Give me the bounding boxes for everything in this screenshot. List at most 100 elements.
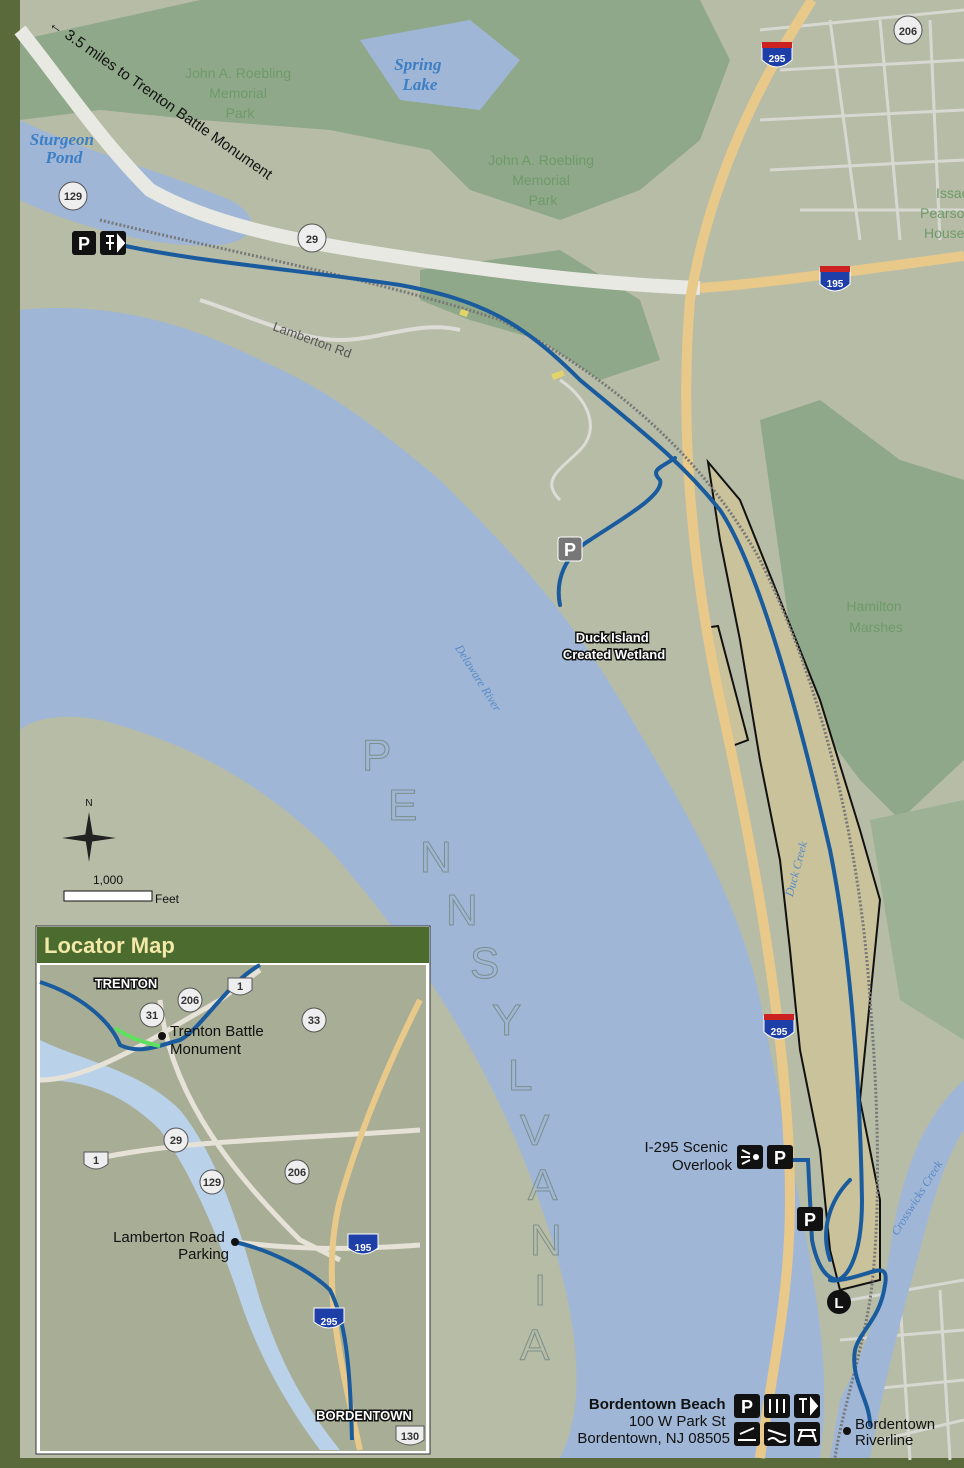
locator-map: Locator Map TRENTON BORDENTOWN Trenton B…: [35, 925, 431, 1455]
bridge-marker: [551, 370, 565, 380]
beach-parking-icon: P: [734, 1394, 760, 1418]
svg-text:31: 31: [146, 1010, 158, 1022]
svg-text:P: P: [78, 234, 90, 254]
pennsylvania-label: P E N N S Y L V A N I A: [362, 731, 563, 1371]
svg-text:S: S: [470, 939, 499, 988]
locator-river: [40, 1040, 340, 1450]
svg-text:P: P: [804, 1210, 816, 1230]
hamilton-marshes-label: Hamilton Marshes: [846, 598, 905, 635]
trailhead-icon: [794, 1394, 820, 1418]
sturgeon-pond-label: Sturgeon Pond: [30, 130, 99, 167]
street-grid: [759, 8, 964, 1461]
route-29: [14, 25, 701, 295]
svg-text:1: 1: [237, 981, 243, 993]
issac-pearson-label: Issac Pearso House: [920, 185, 964, 241]
svg-text:A: A: [520, 1321, 550, 1370]
i-195: [699, 251, 964, 293]
locator-roads: [39, 968, 421, 1263]
svg-text:L: L: [508, 1051, 532, 1100]
restroom-icon: [764, 1394, 790, 1418]
locator-highway: [328, 998, 423, 1451]
swimming-icon: [764, 1422, 790, 1446]
bridge-marker: [459, 308, 469, 318]
monument-label: Trenton Battle Monument: [170, 1023, 268, 1058]
roebling-park-area: [20, 0, 730, 220]
svg-text:129: 129: [64, 191, 82, 203]
svg-text:Y: Y: [492, 996, 521, 1045]
route-shield-129: 129: [58, 181, 88, 211]
lamberton-dot: [231, 1238, 239, 1246]
svg-text:P: P: [362, 731, 391, 780]
svg-text:1: 1: [93, 1155, 99, 1167]
svg-text:29: 29: [306, 234, 318, 246]
roebling-park-label-west: John A. Roebling Memorial Park: [185, 65, 295, 121]
svg-text:N: N: [446, 886, 478, 935]
svg-text:206: 206: [899, 26, 917, 38]
river-backwater: [20, 428, 277, 662]
svg-text:I: I: [534, 1266, 546, 1315]
route-shield-206: 206: [893, 15, 923, 45]
svg-text:N: N: [85, 798, 92, 809]
scale-label: 1,000: [93, 873, 123, 887]
scale-bar: [63, 890, 153, 902]
trail-route: [106, 240, 888, 1427]
riverline-station-dot: [843, 1427, 851, 1435]
picnic-icon: [794, 1422, 820, 1446]
svg-text:195: 195: [827, 279, 844, 290]
monument-dot: [158, 1032, 166, 1040]
svg-text:P: P: [741, 1397, 753, 1417]
spring-lake-label: Spring Lake: [394, 55, 446, 94]
hamilton-marsh-area: [760, 400, 964, 820]
svg-text:295: 295: [321, 1317, 338, 1328]
marsh-area-east: [870, 800, 964, 1040]
svg-text:195: 195: [355, 1243, 372, 1254]
svg-text:130: 130: [401, 1431, 419, 1443]
scenic-overlook-icon: [737, 1145, 763, 1169]
locator-trail-north: [39, 963, 261, 1052]
locator-title: Locator Map: [44, 933, 175, 958]
overlook-parking-icon: P: [767, 1145, 793, 1169]
duck-island-parking-icon: P: [557, 536, 583, 562]
svg-text:206: 206: [288, 1167, 306, 1179]
beach-parking-icon: P: [797, 1207, 823, 1231]
overlook-label: I-295 Scenic Overlook: [644, 1139, 732, 1174]
riverline-label: Bordentown Riverline: [855, 1416, 939, 1449]
rail-line: [99, 218, 879, 1459]
svg-text:N: N: [530, 1216, 562, 1265]
svg-text:L: L: [834, 1295, 843, 1312]
svg-text:206: 206: [181, 995, 199, 1007]
lamberton-road: [199, 298, 461, 343]
locator-trail-south: [234, 1240, 354, 1441]
locator-header: [37, 927, 429, 963]
svg-text:33: 33: [308, 1015, 320, 1027]
i-295: [681, 0, 817, 1459]
svg-text:N: N: [420, 833, 452, 882]
interstate-shield-295-bottom: 295: [763, 1014, 795, 1040]
svg-text:295: 295: [769, 54, 786, 65]
trailhead-icon: [100, 231, 126, 255]
spring-lake: [360, 20, 520, 110]
lamberton-parking-label: Lamberton Road Parking: [113, 1229, 229, 1263]
svg-text:E: E: [388, 781, 417, 830]
locator-trail-segment: [113, 1026, 161, 1048]
scale-unit: Feet: [155, 892, 180, 906]
svg-text:P: P: [774, 1148, 786, 1168]
light-rail-icon: L: [827, 1290, 851, 1314]
crosswicks-creek: [830, 1080, 964, 1458]
wetland-parcel: [706, 458, 882, 1292]
svg-text:29: 29: [170, 1135, 182, 1147]
interstate-shield-295-top: 295: [761, 42, 793, 68]
duck-island-label: Duck Island Created Wetland: [563, 630, 665, 662]
svg-text:295: 295: [771, 1027, 788, 1038]
svg-text:V: V: [520, 1106, 550, 1155]
compass-rose-icon: N: [62, 798, 116, 862]
trailhead-parking-icon: P: [72, 231, 96, 255]
bordentown-beach-label: Bordentown Beach 100 W Park St Bordentow…: [577, 1396, 730, 1447]
locator-shields: 31 206 1 33 29 1 129 206 195 295 130: [83, 977, 425, 1446]
svg-text:129: 129: [203, 1177, 221, 1189]
route-shield-29: 29: [297, 223, 327, 253]
locator-land: [40, 965, 426, 1451]
svg-text:A: A: [528, 1161, 558, 1210]
interstate-shield-195: 195: [819, 266, 851, 292]
